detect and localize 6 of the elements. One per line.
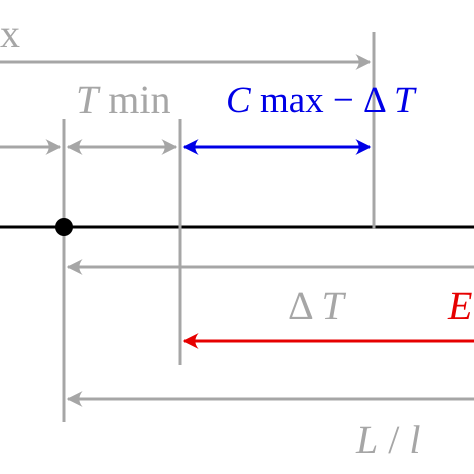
dimension-label: Δ T: [288, 286, 344, 326]
dimension-label: E: [448, 286, 472, 326]
dimension-label: x: [0, 14, 20, 54]
dimension-label: L / l: [356, 420, 420, 460]
dimension-label: C max − Δ T: [226, 82, 415, 119]
dimension-label: T min: [76, 80, 170, 120]
